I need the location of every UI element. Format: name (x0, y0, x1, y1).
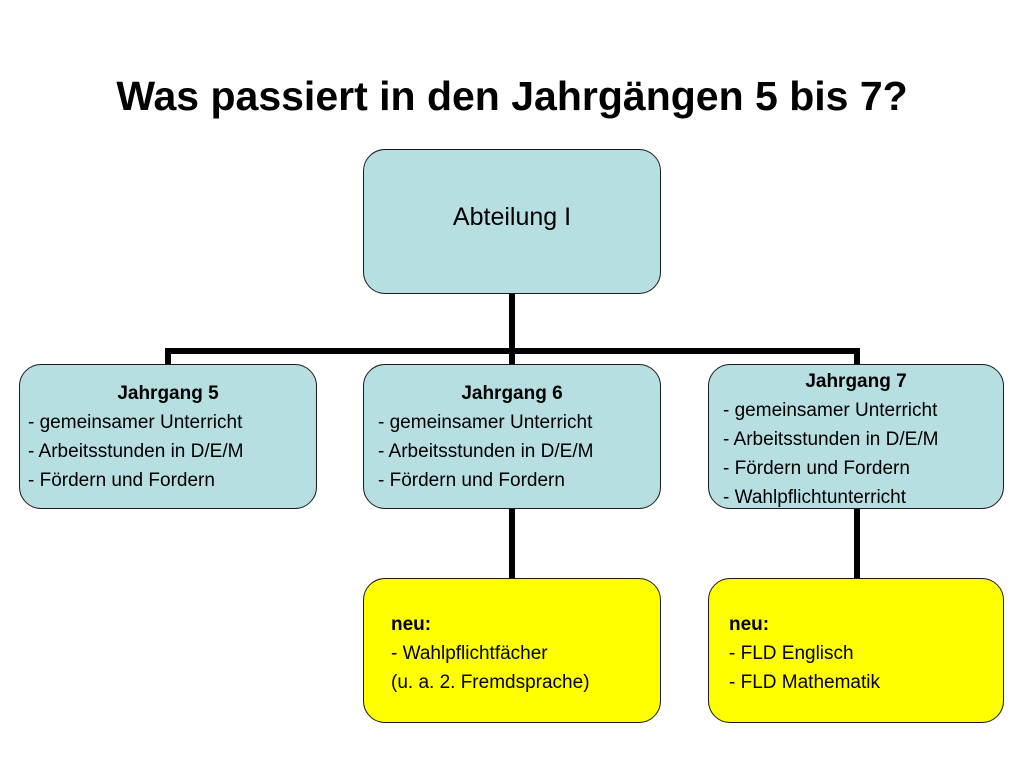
jahrgang-5-item: - Arbeitsstunden in D/E/M (28, 441, 244, 462)
jahrgang-6-item: - Arbeitsstunden in D/E/M (378, 441, 594, 462)
jahrgang-7-item: - Fördern und Fordern (723, 458, 910, 479)
neu-jahrgang-6-item: (u. a. 2. Fremdsprache) (391, 672, 590, 693)
neu-jahrgang-7-box: neu: - FLD Englisch - FLD Mathematik (708, 578, 1004, 723)
jahrgang-7-heading: Jahrgang 7 (805, 371, 907, 392)
jahrgang-6-item: - gemeinsamer Unterricht (378, 412, 593, 433)
neu-jahrgang-6-item: - Wahlpflichtfächer (391, 643, 548, 664)
neu-jahrgang-7-heading: neu: (729, 614, 770, 635)
abteilung-box: Abteilung I (363, 149, 661, 294)
jahrgang-7-item: - Wahlpflichtunterricht (723, 487, 907, 508)
neu-jahrgang-7-item: - FLD Englisch (729, 643, 854, 664)
jahrgang-7-item: - Arbeitsstunden in D/E/M (723, 429, 939, 450)
jahrgang-5-heading: Jahrgang 5 (117, 383, 219, 404)
jahrgang-7-box: Jahrgang 7 - gemeinsamer Unterricht - Ar… (708, 364, 1004, 509)
neu-jahrgang-6-heading: neu: (391, 614, 432, 635)
jahrgang-5-box: Jahrgang 5 - gemeinsamer Unterricht - Ar… (19, 364, 317, 509)
abteilung-label: Abteilung I (452, 203, 572, 231)
jahrgang-6-box: Jahrgang 6 - gemeinsamer Unterricht - Ar… (363, 364, 661, 509)
neu-jahrgang-7-item: - FLD Mathematik (729, 672, 880, 693)
jahrgang-5-item: - Fördern und Fordern (28, 470, 215, 491)
jahrgang-6-item: - Fördern und Fordern (378, 470, 565, 491)
jahrgang-7-item: - gemeinsamer Unterricht (723, 400, 938, 421)
slide-title: Was passiert in den Jahrgängen 5 bis 7? (116, 73, 908, 119)
jahrgang-5-item: - gemeinsamer Unterricht (28, 412, 243, 433)
neu-jahrgang-6-box: neu: - Wahlpflichtfächer (u. a. 2. Fremd… (363, 578, 661, 723)
jahrgang-6-heading: Jahrgang 6 (461, 383, 563, 404)
